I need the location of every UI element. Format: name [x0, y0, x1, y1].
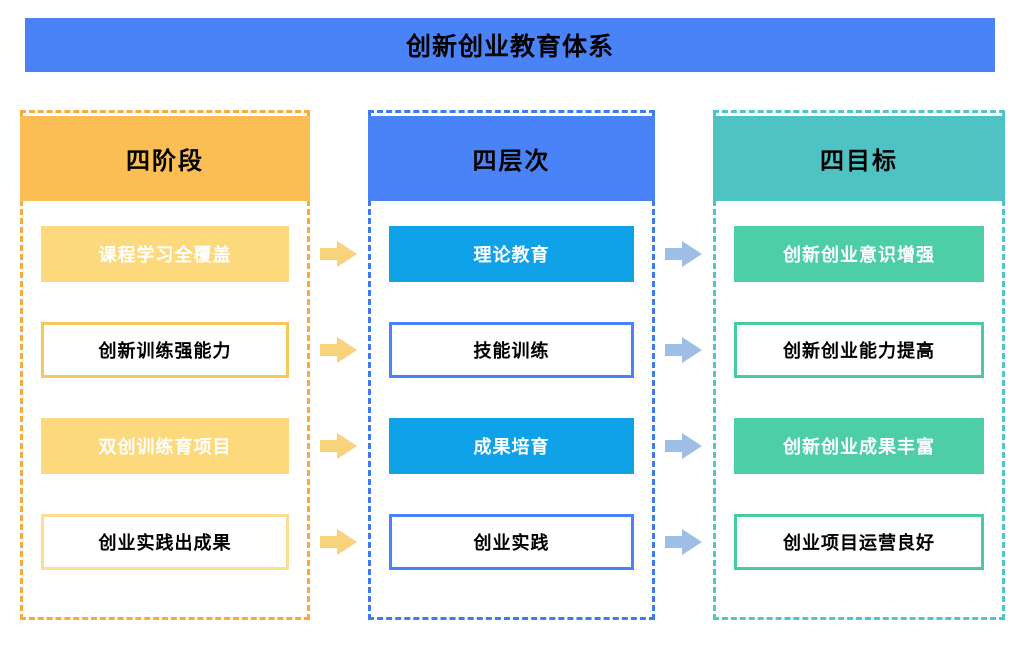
right-arrow-icon [310, 322, 368, 378]
diagram-title: 创新创业教育体系 [405, 33, 614, 61]
goal-item-3: 创新创业成果丰富 [734, 418, 984, 474]
column-stages-items: 课程学习全覆盖 创新训练强能力 双创训练育项目 创业实践出成果 [23, 201, 307, 617]
goal-item-1: 创新创业意识增强 [734, 226, 984, 282]
column-levels-header: 四层次 [368, 116, 655, 201]
column-goals-header: 四目标 [713, 116, 1005, 201]
right-arrow-icon [655, 418, 713, 474]
diagram-body: 四阶段 课程学习全覆盖 创新训练强能力 双创训练育项目 创业实践出成果 [20, 110, 1005, 620]
stage-item-2: 创新训练强能力 [41, 322, 289, 378]
column-stages-title: 四阶段 [126, 148, 204, 175]
diagram: 创新创业教育体系 四阶段 课程学习全覆盖 创新训练强能力 双创训练育项目 创业实… [0, 18, 1021, 620]
level-item-1: 理论教育 [389, 226, 634, 282]
diagram-title-bar: 创新创业教育体系 [25, 18, 995, 72]
right-arrow-icon [310, 514, 368, 570]
column-levels-title: 四层次 [472, 148, 551, 175]
goal-item-4: 创业项目运营良好 [734, 514, 984, 570]
arrows-stages-to-levels [310, 110, 368, 610]
column-goals-items: 创新创业意识增强 创新创业能力提高 创新创业成果丰富 创业项目运营良好 [716, 201, 1002, 617]
column-stages: 四阶段 课程学习全覆盖 创新训练强能力 双创训练育项目 创业实践出成果 [20, 110, 310, 620]
arrows-levels-to-goals [655, 110, 713, 610]
stage-item-1: 课程学习全覆盖 [41, 226, 289, 282]
right-arrow-icon [655, 322, 713, 378]
right-arrow-icon [310, 226, 368, 282]
column-levels-items: 理论教育 技能训练 成果培育 创业实践 [371, 201, 652, 617]
column-goals: 四目标 创新创业意识增强 创新创业能力提高 创新创业成果丰富 创业项目运营良好 [713, 110, 1005, 620]
column-levels: 四层次 理论教育 技能训练 成果培育 创业实践 [368, 110, 655, 620]
right-arrow-icon [310, 418, 368, 474]
right-arrow-icon [655, 226, 713, 282]
column-goals-title: 四目标 [820, 148, 898, 175]
column-stages-header: 四阶段 [20, 116, 310, 201]
right-arrow-icon [655, 514, 713, 570]
level-item-2: 技能训练 [389, 322, 634, 378]
level-item-3: 成果培育 [389, 418, 634, 474]
goal-item-2: 创新创业能力提高 [734, 322, 984, 378]
stage-item-4: 创业实践出成果 [41, 514, 289, 570]
stage-item-3: 双创训练育项目 [41, 418, 289, 474]
level-item-4: 创业实践 [389, 514, 634, 570]
